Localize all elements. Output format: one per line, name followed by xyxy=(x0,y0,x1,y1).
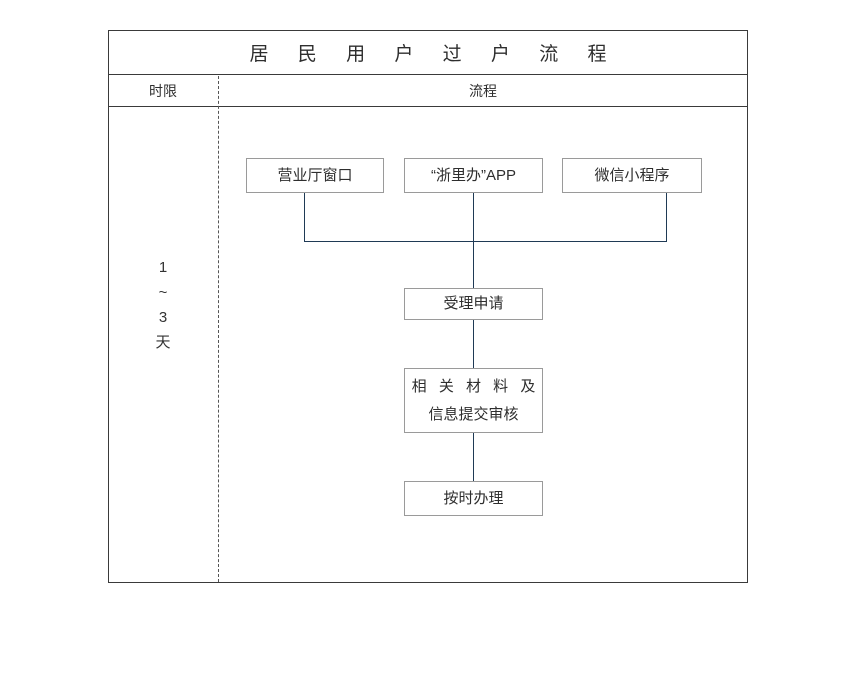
node-accept-application-label: 受理申请 xyxy=(443,295,504,312)
duration-line-2: ~ xyxy=(158,284,168,301)
duration-line-1: 1 xyxy=(158,259,168,276)
column-header-flow: 流程 xyxy=(469,83,497,99)
connector-wechat-down xyxy=(666,193,668,242)
connector-accept-to-submit xyxy=(473,320,475,368)
duration-line-4: 天 xyxy=(155,334,171,351)
node-hall-window[interactable]: 营业厅窗口 xyxy=(246,158,384,193)
node-handle-on-time-label: 按时办理 xyxy=(443,489,504,507)
connector-hall-down xyxy=(304,193,306,242)
node-submit-materials-review-label-line2: 信息提交审核 xyxy=(428,405,519,423)
node-zhelib-app[interactable]: “浙里办”APP xyxy=(404,158,543,193)
node-handle-on-time[interactable]: 按时办理 xyxy=(404,481,543,516)
node-wechat-miniprogram-label: 微信小程序 xyxy=(594,166,670,184)
node-zhelib-app-label: “浙里办”APP xyxy=(430,166,516,184)
duration-label: 1 ~ 3 天 xyxy=(108,255,218,355)
node-submit-materials-review-label-line1: 相 关 材 料 及 xyxy=(411,377,540,395)
connector-horizontal-bus xyxy=(304,241,667,243)
duration-line-3: 3 xyxy=(158,309,168,326)
node-hall-window-label: 营业厅窗口 xyxy=(277,166,353,184)
column-header-limit: 时限 xyxy=(149,83,177,99)
title-row: 居 民 用 户 过 户 流 程 xyxy=(108,30,748,75)
node-submit-materials-review[interactable]: 相 关 材 料 及 信息提交审核 xyxy=(404,368,543,433)
node-wechat-miniprogram[interactable]: 微信小程序 xyxy=(562,158,702,193)
table-frame xyxy=(108,30,748,583)
connector-submit-to-handle xyxy=(473,433,475,481)
column-header-row: 时限 流程 xyxy=(108,75,748,107)
page-title: 居 民 用 户 过 户 流 程 xyxy=(249,43,619,65)
node-accept-application[interactable]: 受理申请 xyxy=(404,288,543,320)
column-divider-dashed xyxy=(218,76,219,582)
